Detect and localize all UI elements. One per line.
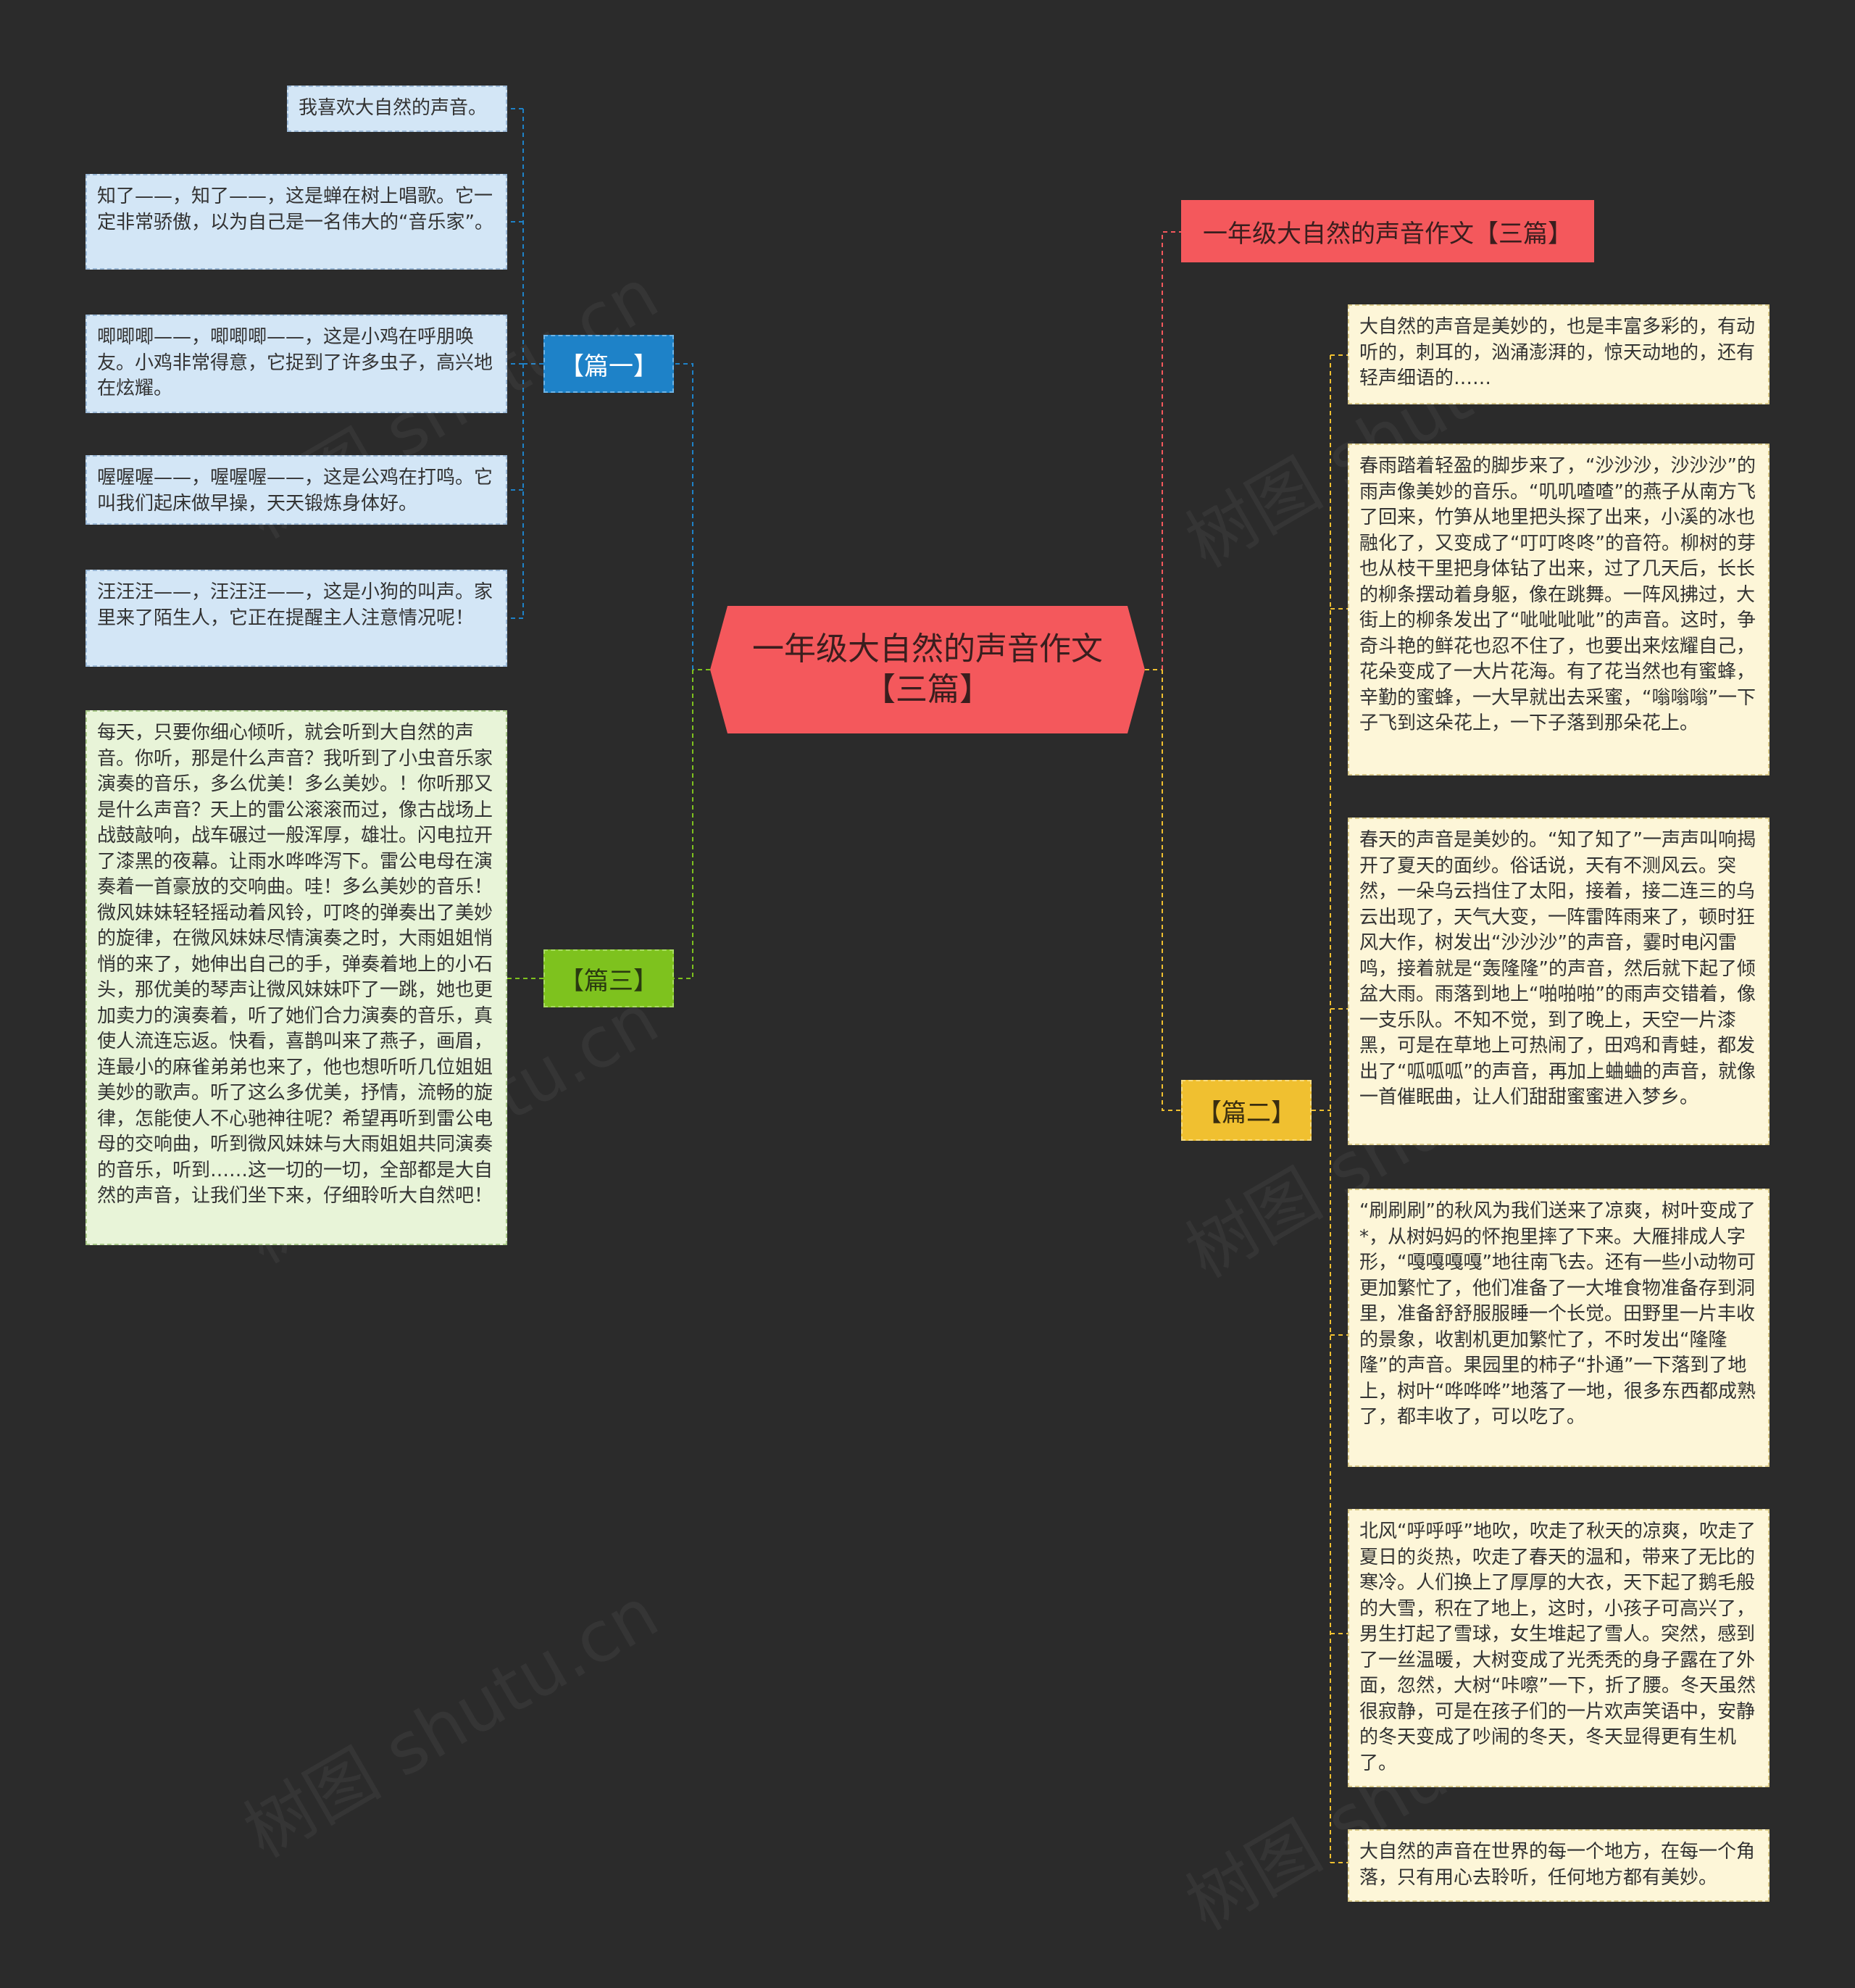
pian2-item-1: 大自然的声音是美妙的，也是丰富多彩的，有动听的，刺耳的，汹涌澎湃的，惊天动地的，… — [1348, 304, 1769, 404]
pian1-item-3: 唧唧唧——，唧唧唧——，这是小鸡在呼朋唤友。小鸡非常得意，它捉到了许多虫子，高兴… — [86, 315, 507, 413]
pian1-item-1: 我喜欢大自然的声音。 — [287, 86, 507, 132]
branch-title-label: 一年级大自然的声音作文【三篇】 — [1203, 219, 1572, 249]
branch-pian1-label: 【篇一】 — [559, 352, 658, 381]
branch-pian1[interactable]: 【篇一】 — [543, 335, 674, 393]
pian3-item-1: 每天，只要你细心倾听，就会听到大自然的声音。你听，那是什么声音？我听到了小虫音乐… — [86, 710, 507, 1245]
branch-title[interactable]: 一年级大自然的声音作文【三篇】 — [1181, 200, 1594, 262]
branch-pian2-label: 【篇二】 — [1197, 1098, 1296, 1128]
pian2-item-2: 春雨踏着轻盈的脚步来了，“沙沙沙，沙沙沙”的雨声像美妙的音乐。“叽叽喳喳”的燕子… — [1348, 444, 1769, 775]
pian1-item-5: 汪汪汪——，汪汪汪——，这是小狗的叫声。家里来了陌生人，它正在提醒主人注意情况呢… — [86, 570, 507, 667]
pian2-item-4: “刷刷刷”的秋风为我们送来了凉爽，树叶变成了*，从树妈妈的怀抱里摔了下来。大雁排… — [1348, 1189, 1769, 1467]
branch-pian3-label: 【篇三】 — [559, 966, 658, 996]
pian2-item-6: 大自然的声音在世界的每一个地方，在每一个角落，只有用心去聆听，任何地方都有美妙。 — [1348, 1829, 1769, 1902]
pian1-item-2: 知了——，知了——，这是蝉在树上唱歌。它一定非常骄傲，以为自己是一名伟大的“音乐… — [86, 174, 507, 270]
root-node[interactable]: 一年级大自然的声音作文【三篇】 — [710, 606, 1145, 733]
pian2-item-5: 北风“呼呼呼”地吹，吹走了秋天的凉爽，吹走了夏日的炎热，吹走了春天的温和，带来了… — [1348, 1509, 1769, 1787]
branch-pian3[interactable]: 【篇三】 — [543, 949, 674, 1007]
root-title: 一年级大自然的声音作文【三篇】 — [752, 631, 1103, 708]
branch-pian2[interactable]: 【篇二】 — [1181, 1080, 1312, 1141]
pian1-item-4: 喔喔喔——，喔喔喔——，这是公鸡在打鸣。它叫我们起床做早操，天天锻炼身体好。 — [86, 455, 507, 525]
pian2-item-3: 春天的声音是美妙的。“知了知了”一声声叫响揭开了夏天的面纱。俗话说，天有不测风云… — [1348, 818, 1769, 1145]
